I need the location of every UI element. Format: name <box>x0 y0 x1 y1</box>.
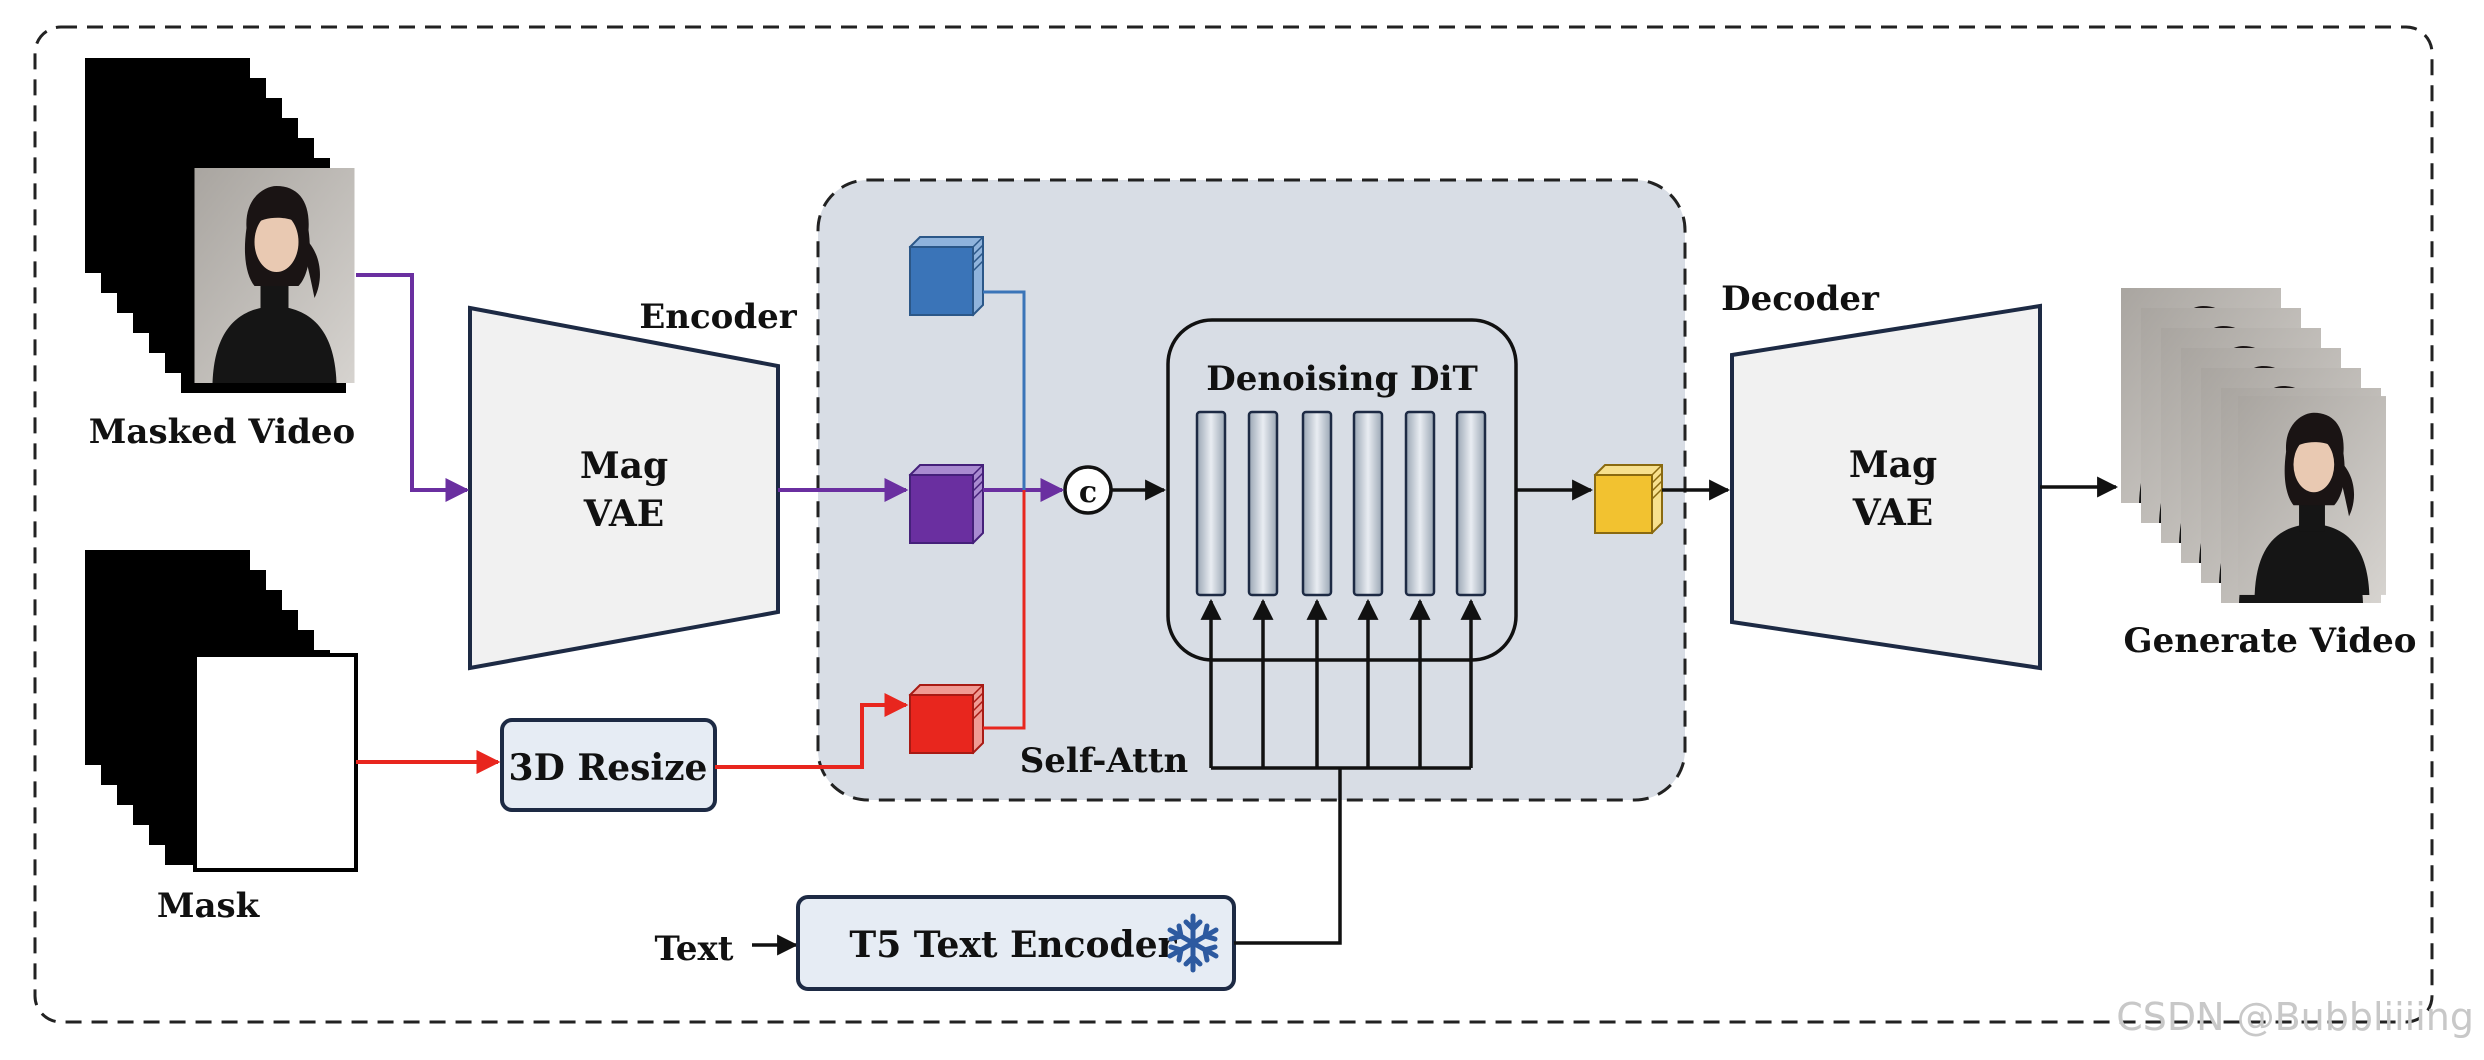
dit-layer <box>1195 410 1227 597</box>
snowflake-icon <box>1167 913 1219 973</box>
generate-video-stack <box>2121 288 2386 603</box>
watermark: CSDN @Bubbliiiing <box>2116 995 2474 1039</box>
masked-video-to-encoder-arrow <box>356 273 470 502</box>
resize-to-latent-arrow <box>715 693 909 769</box>
dit-layer <box>1352 410 1384 597</box>
noise-to-concat-line <box>983 290 1026 490</box>
encoder-vae-vae: VAE <box>583 493 665 535</box>
t5-encoder-label: T5 Text Encoder <box>849 924 1177 966</box>
concat-label: c <box>1079 475 1097 510</box>
self-attn-arrows <box>1200 598 1482 768</box>
dit-layer <box>1247 410 1279 597</box>
masked-video-frame <box>195 168 355 383</box>
video-latent-cube <box>908 464 984 545</box>
text-input-label: Text <box>654 929 733 969</box>
decoder-label: Decoder <box>1721 279 1880 319</box>
decoder-vae-vae: VAE <box>1852 492 1934 534</box>
dit-layers <box>1195 410 1487 597</box>
mask-latent-to-concat-line <box>983 490 1026 730</box>
encoder-vae-mag: Mag <box>580 445 668 487</box>
decoder-vae <box>1730 303 2042 671</box>
encoder-label: Encoder <box>639 297 797 337</box>
mask-label: Mask <box>157 886 261 926</box>
resize-label: 3D Resize <box>509 747 708 789</box>
mask-stack <box>85 550 358 872</box>
output-latent-cube <box>1593 464 1663 535</box>
mask-frame <box>193 653 358 872</box>
masked-video-stack <box>85 58 355 393</box>
dit-layer <box>1455 410 1487 597</box>
dit-layer <box>1301 410 1333 597</box>
decoder-vae-mag: Mag <box>1849 444 1937 486</box>
encoder-vae <box>468 305 780 671</box>
t5-to-bus-line <box>1234 768 1342 945</box>
dit-layer <box>1404 410 1436 597</box>
generated-frame <box>2238 396 2386 595</box>
generate-video-label: Generate Video <box>2124 621 2417 661</box>
mask-latent-cube <box>908 684 984 755</box>
noise-latent-cube <box>908 236 984 317</box>
self-attn-label: Self-Attn <box>1020 741 1189 781</box>
denoising-dit-label: Denoising DiT <box>1206 359 1478 399</box>
masked-video-label: Masked Video <box>89 412 355 452</box>
outer-frame <box>33 25 2434 1024</box>
